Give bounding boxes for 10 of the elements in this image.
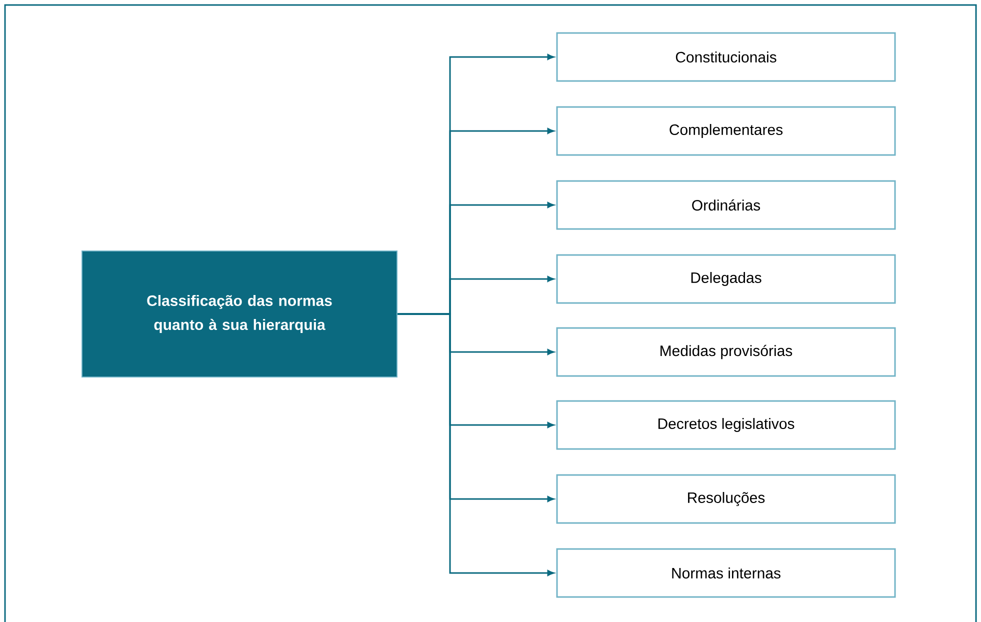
arrow	[398, 313, 554, 576]
category-box: Resoluções	[556, 474, 896, 524]
category-box: Medidas provisórias	[556, 327, 896, 377]
category-box: Complementares	[556, 106, 896, 156]
category-box: Ordinárias	[556, 180, 896, 230]
category-box: Normas internas	[556, 548, 896, 598]
category-box: Delegadas	[556, 254, 896, 304]
category-box: Decretos legislativos	[556, 400, 896, 450]
title-box: Classificação das normas quanto à sua hierarquia	[82, 250, 398, 378]
category-box: Constitucionais	[556, 32, 896, 82]
